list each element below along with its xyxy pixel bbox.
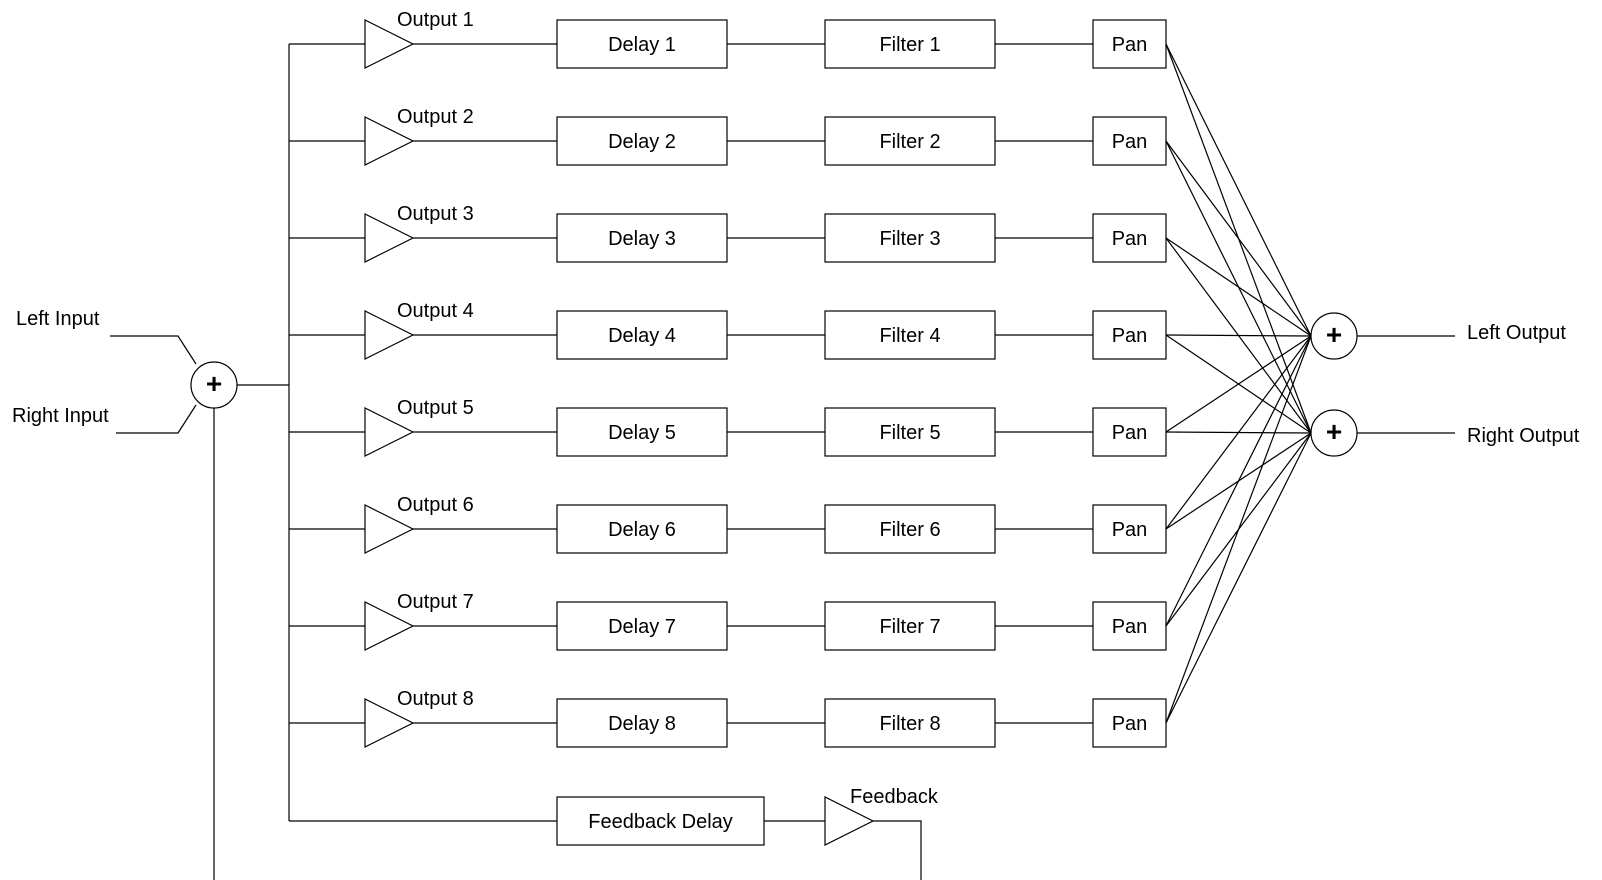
feedback-delay-label: Feedback Delay xyxy=(588,811,733,833)
channel-row-3: Output 3 Delay 3 Filter 3 Pan xyxy=(289,203,1167,263)
pan-box xyxy=(1092,601,1167,651)
pan-4-to-left-sum-wire xyxy=(1165,334,1312,337)
feedback-gain-triangle xyxy=(824,796,875,846)
filter-box xyxy=(824,213,996,263)
left-output-label: Left Output xyxy=(1467,322,1566,344)
pan-box xyxy=(1092,407,1167,457)
pan-box xyxy=(1092,213,1167,263)
output-gain-triangle xyxy=(364,213,415,263)
delay-label: Delay 2 xyxy=(608,131,676,153)
output-gain-label: Output 4 xyxy=(397,300,474,322)
filter-label: Filter 1 xyxy=(879,34,940,56)
pan-1-to-left-sum-wire xyxy=(1165,43,1312,337)
pan-8-to-left-sum-wire xyxy=(1165,335,1312,724)
output-gain-label: Output 7 xyxy=(397,591,474,613)
feedback-section: Feedback Delay Feedback xyxy=(289,786,939,880)
filter-box xyxy=(824,698,996,748)
filter-label: Filter 5 xyxy=(879,422,940,444)
delay-box xyxy=(556,504,728,554)
pan-6-to-left-sum-wire xyxy=(1165,335,1312,530)
pan-label: Pan xyxy=(1112,34,1148,56)
right-output-sum-symbol: + xyxy=(1326,416,1342,447)
pan-label: Pan xyxy=(1112,228,1148,250)
delay-label: Delay 1 xyxy=(608,34,676,56)
delay-box xyxy=(556,213,728,263)
output-gain-label: Output 6 xyxy=(397,494,474,516)
input-section: Left Input Right Input + xyxy=(12,44,290,880)
filter-label: Filter 7 xyxy=(879,616,940,638)
pan-box xyxy=(1092,116,1167,166)
feedback-out-wire xyxy=(873,820,922,880)
output-gain-triangle xyxy=(364,601,415,651)
filter-box xyxy=(824,19,996,69)
pan-box xyxy=(1092,310,1167,360)
delay-label: Delay 3 xyxy=(608,228,676,250)
channel-row-7: Output 7 Delay 7 Filter 7 Pan xyxy=(289,591,1167,651)
delay-box xyxy=(556,601,728,651)
delay-label: Delay 6 xyxy=(608,519,676,541)
channel-row-1: Output 1 Delay 1 Filter 1 Pan xyxy=(289,9,1167,69)
pan-box xyxy=(1092,698,1167,748)
channel-row-5: Output 5 Delay 5 Filter 5 Pan xyxy=(289,397,1167,457)
pan-3-to-left-sum-wire xyxy=(1165,237,1312,337)
delay-box xyxy=(556,310,728,360)
filter-box xyxy=(824,310,996,360)
feedback-delay-box xyxy=(556,796,765,846)
left-input-label: Left Input xyxy=(16,308,100,330)
right-output-label: Right Output xyxy=(1467,425,1580,447)
pan-label: Pan xyxy=(1112,422,1148,444)
channel-row-6: Output 6 Delay 6 Filter 6 Pan xyxy=(289,494,1167,554)
right-input-label: Right Input xyxy=(12,405,109,427)
filter-label: Filter 2 xyxy=(879,131,940,153)
channel-row-2: Output 2 Delay 2 Filter 2 Pan xyxy=(289,106,1167,166)
channel-row-8: Output 8 Delay 8 Filter 8 Pan xyxy=(289,688,1167,748)
delay-label: Delay 4 xyxy=(608,325,676,347)
filter-label: Filter 4 xyxy=(879,325,940,347)
output-gain-label: Output 3 xyxy=(397,203,474,225)
output-gain-label: Output 5 xyxy=(397,397,474,419)
output-gain-label: Output 2 xyxy=(397,106,474,128)
feedback-gain-label: Feedback xyxy=(850,786,939,808)
pan-7-to-left-sum-wire xyxy=(1165,335,1312,627)
pan-label: Pan xyxy=(1112,519,1148,541)
delay-box xyxy=(556,698,728,748)
delay-box xyxy=(556,116,728,166)
output-gain-label: Output 8 xyxy=(397,688,474,710)
filter-label: Filter 3 xyxy=(879,228,940,250)
output-gain-triangle xyxy=(364,504,415,554)
pan-box xyxy=(1092,19,1167,69)
pan-to-sum-wires xyxy=(1165,43,1312,724)
delay-box xyxy=(556,407,728,457)
output-gain-triangle xyxy=(364,310,415,360)
delay-label: Delay 5 xyxy=(608,422,676,444)
output-gain-triangle xyxy=(364,407,415,457)
pan-label: Pan xyxy=(1112,131,1148,153)
pan-8-to-right-sum-wire xyxy=(1165,432,1312,724)
channel-row-4: Output 4 Delay 4 Filter 4 Pan xyxy=(289,300,1167,360)
output-gain-triangle xyxy=(364,19,415,69)
delay-label: Delay 8 xyxy=(608,713,676,735)
output-gain-triangle xyxy=(364,116,415,166)
filter-label: Filter 6 xyxy=(879,519,940,541)
filter-box xyxy=(824,601,996,651)
output-gain-label: Output 1 xyxy=(397,9,474,31)
delay-label: Delay 7 xyxy=(608,616,676,638)
filter-label: Filter 8 xyxy=(879,713,940,735)
output-gain-triangle xyxy=(364,698,415,748)
pan-2-to-left-sum-wire xyxy=(1165,140,1312,337)
left-input-wire xyxy=(110,335,197,365)
pan-label: Pan xyxy=(1112,616,1148,638)
right-input-wire xyxy=(116,404,197,434)
pan-5-to-left-sum-wire xyxy=(1165,335,1312,433)
pan-label: Pan xyxy=(1112,325,1148,347)
input-sum-symbol: + xyxy=(206,368,222,399)
pan-label: Pan xyxy=(1112,713,1148,735)
output-section: + Left Output + Right Output xyxy=(1310,312,1580,457)
left-output-sum-symbol: + xyxy=(1326,319,1342,350)
filter-box xyxy=(824,504,996,554)
